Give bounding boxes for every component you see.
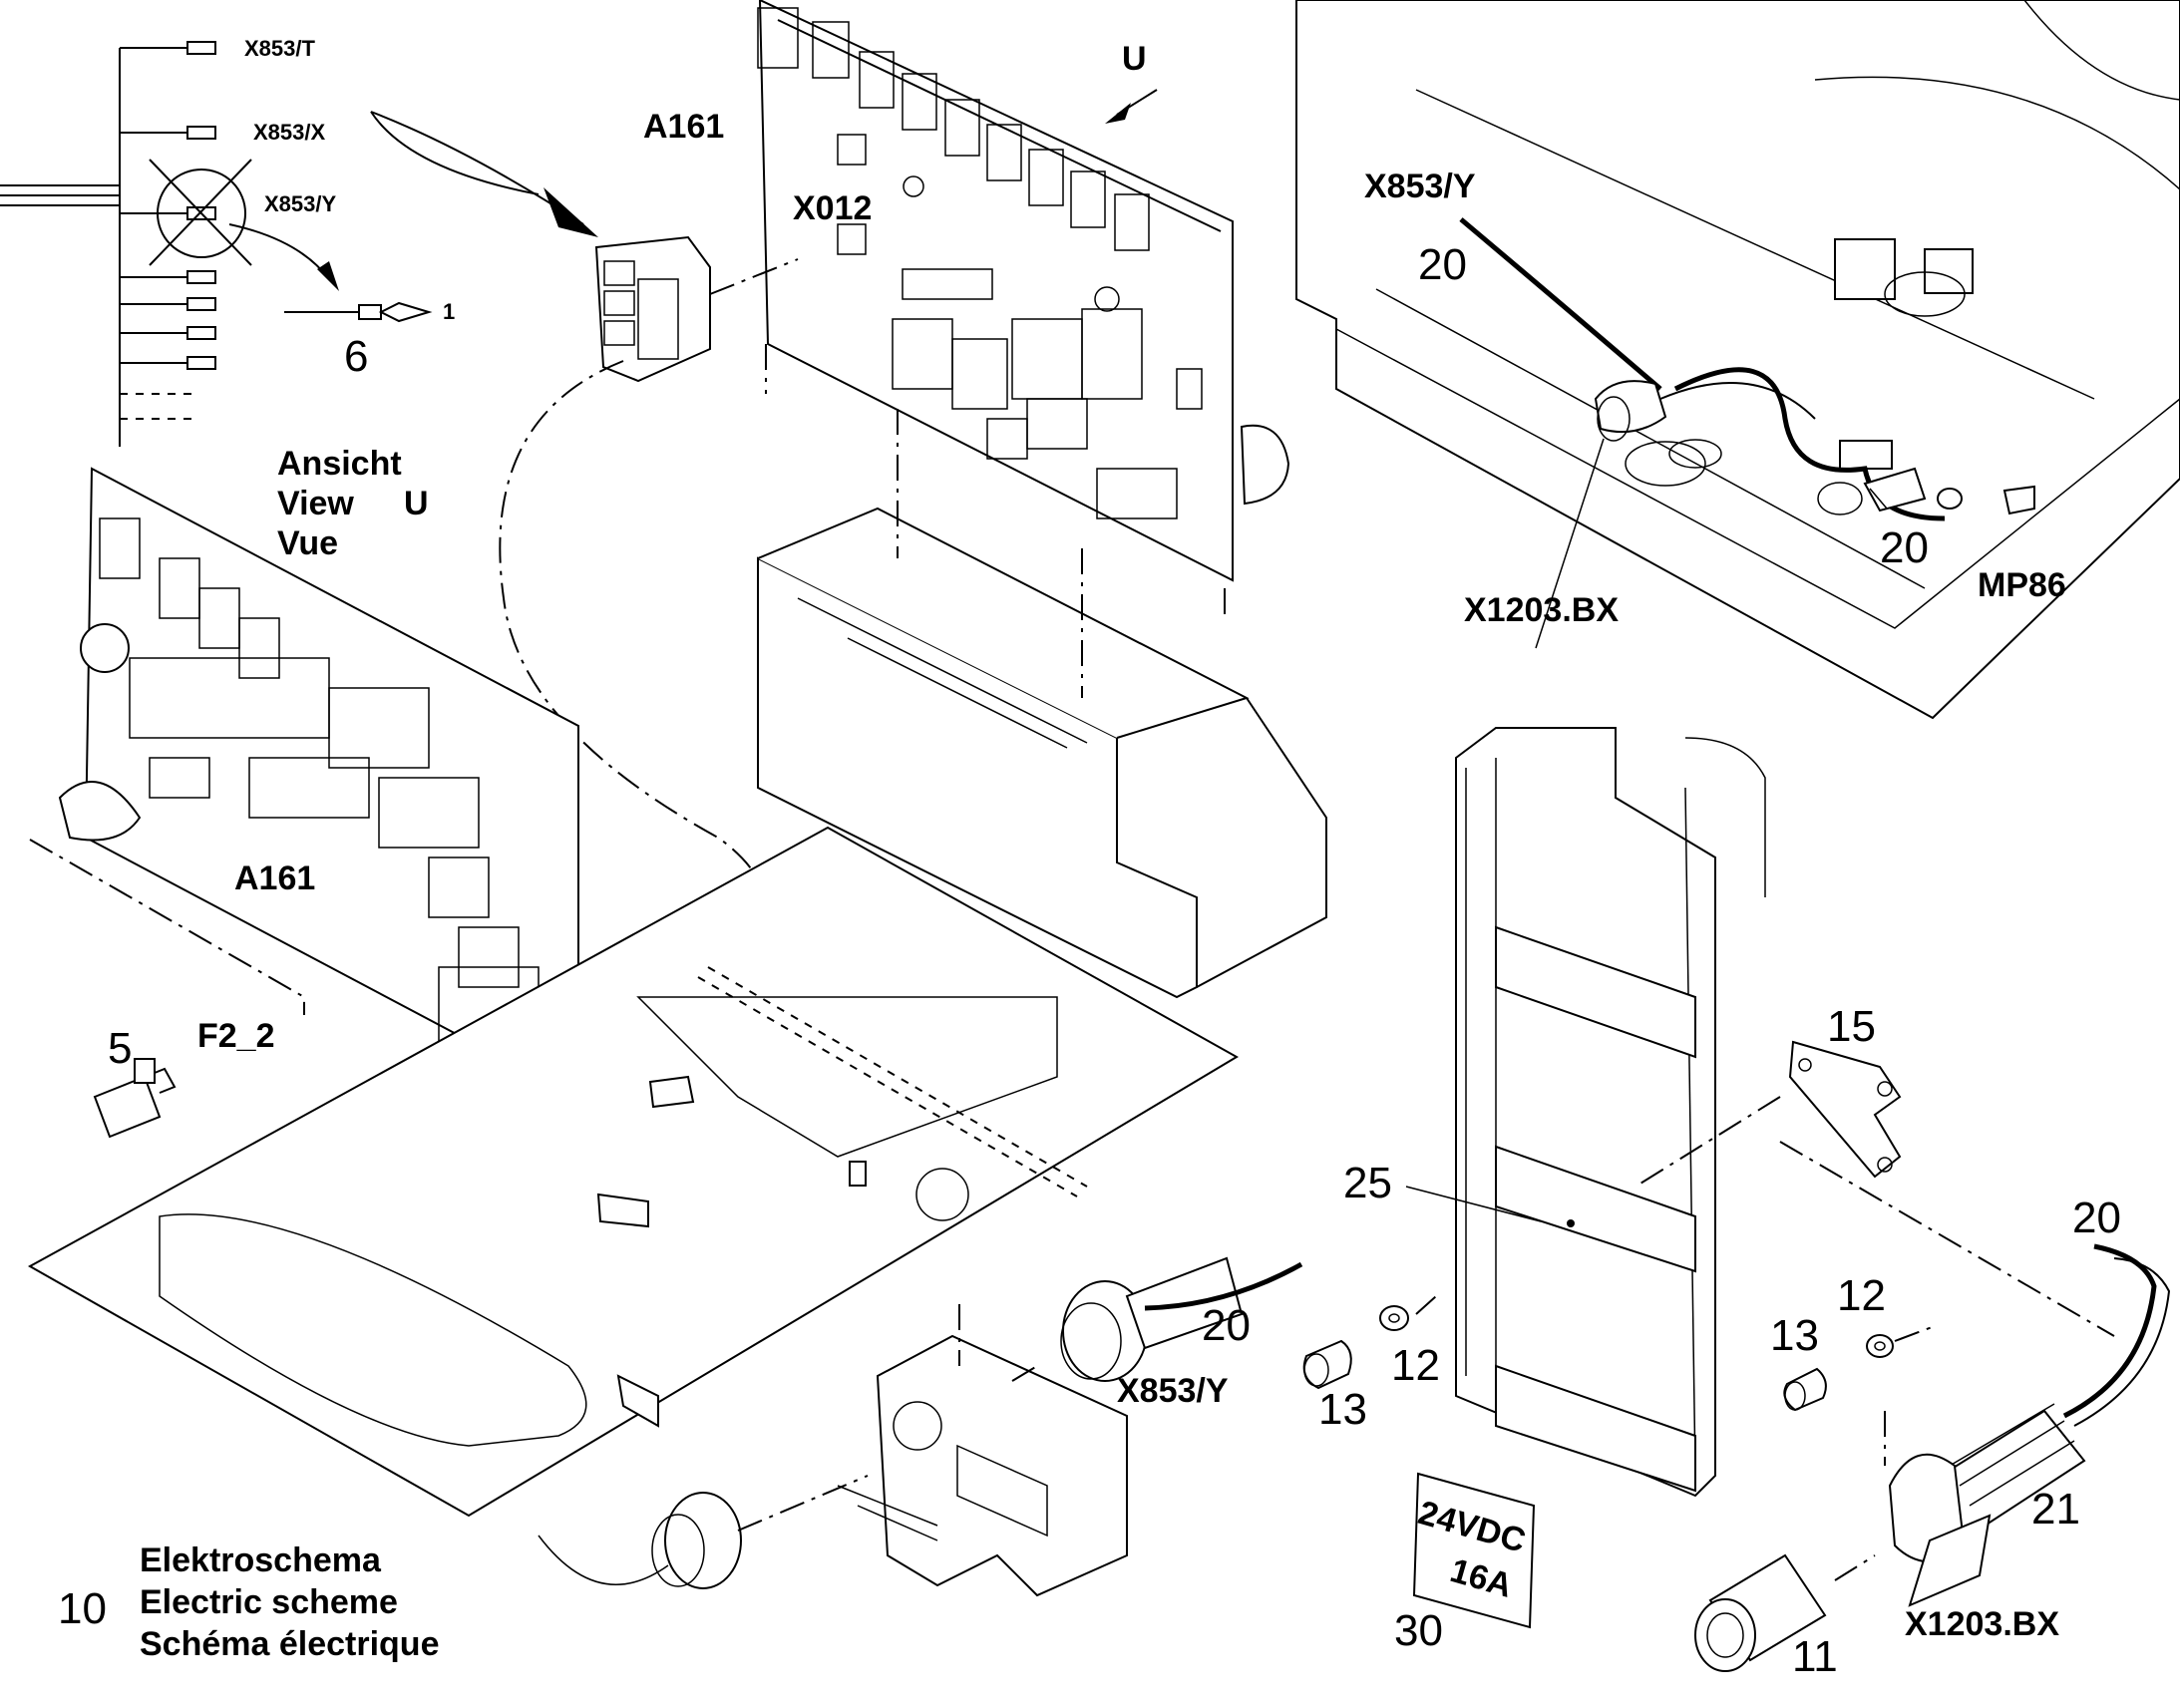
view-caption-u: U xyxy=(404,485,429,522)
cable-tray xyxy=(757,344,1327,999)
wire-label-x853-x: X853/X xyxy=(253,120,326,145)
cable-label-x853-y-frame: X853/Y xyxy=(1364,168,1476,205)
wire-label-x853-t: X853/T xyxy=(244,36,315,61)
cable-label-x853-y-lower: X853/Y xyxy=(1117,1372,1229,1410)
fuse-code-f2-2: F2_2 xyxy=(197,1017,275,1055)
grommet-x853y xyxy=(1011,1256,1303,1382)
socket-label-x1203-bx-frame: X1203.BX xyxy=(1464,591,1619,629)
plate-clips xyxy=(596,1075,867,1428)
legend-electric-scheme: Electric scheme xyxy=(140,1583,398,1621)
nut-label-mp86: MP86 xyxy=(1978,566,2066,604)
fasteners xyxy=(1302,1295,1936,1412)
part-number-30: 30 xyxy=(1394,1606,1443,1655)
board-label-a161-top: A161 xyxy=(643,108,725,146)
top-control-board xyxy=(757,0,1290,582)
part-number-25: 25 xyxy=(1343,1159,1392,1207)
view-arrow-u: U xyxy=(1122,40,1147,78)
pin-number-1: 1 xyxy=(443,299,456,324)
part-number-21: 21 xyxy=(2031,1485,2080,1534)
part-number-10: 10 xyxy=(58,1584,107,1633)
part-number-20-frame-b: 20 xyxy=(1880,523,1929,572)
warning-label-30 xyxy=(1412,1472,1536,1629)
wiring-schematic xyxy=(0,41,598,454)
wire-label-x853-y: X853/Y xyxy=(264,191,337,216)
vehicle-frame xyxy=(1295,0,2180,720)
view-caption-vue: Vue xyxy=(277,524,339,562)
part-number-11: 11 xyxy=(1792,1632,1838,1681)
legend-elektroschema: Elektroschema xyxy=(140,1541,381,1579)
legend-schema-electrique: Schéma électrique xyxy=(140,1625,440,1663)
frame-cable xyxy=(1459,217,2035,649)
part-number-15: 15 xyxy=(1827,1002,1876,1051)
view-caption-view: View xyxy=(277,485,354,522)
board-label-a161-view: A161 xyxy=(234,859,316,897)
socket-assembly xyxy=(1694,1243,2171,1672)
floor-plate xyxy=(27,826,1239,1518)
view-caption-ansicht: Ansicht xyxy=(277,445,402,483)
part-number-13-right: 13 xyxy=(1770,1311,1819,1360)
socket-label-x1203-bx-lower: X1203.BX xyxy=(1905,1605,2059,1643)
grommet-lower xyxy=(538,1475,869,1589)
fuse-f2-2 xyxy=(93,1058,177,1139)
part-number-20-frame-a: 20 xyxy=(1418,240,1467,289)
left-board-view-u xyxy=(29,467,579,1101)
mounting-plate-15 xyxy=(1635,1040,2115,1337)
bottom-bracket xyxy=(837,1304,1128,1597)
ladder-step xyxy=(1405,727,1766,1498)
part-number-12-left: 12 xyxy=(1391,1341,1440,1390)
part-number-12-right: 12 xyxy=(1837,1271,1886,1320)
part-number-6: 6 xyxy=(344,332,369,381)
part-number-20-lower: 20 xyxy=(1202,1301,1251,1350)
part-number-20-right: 20 xyxy=(2072,1194,2121,1242)
connector-label-x012: X012 xyxy=(793,189,873,227)
part-number-5: 5 xyxy=(108,1024,133,1073)
part-number-13-left: 13 xyxy=(1318,1385,1367,1434)
